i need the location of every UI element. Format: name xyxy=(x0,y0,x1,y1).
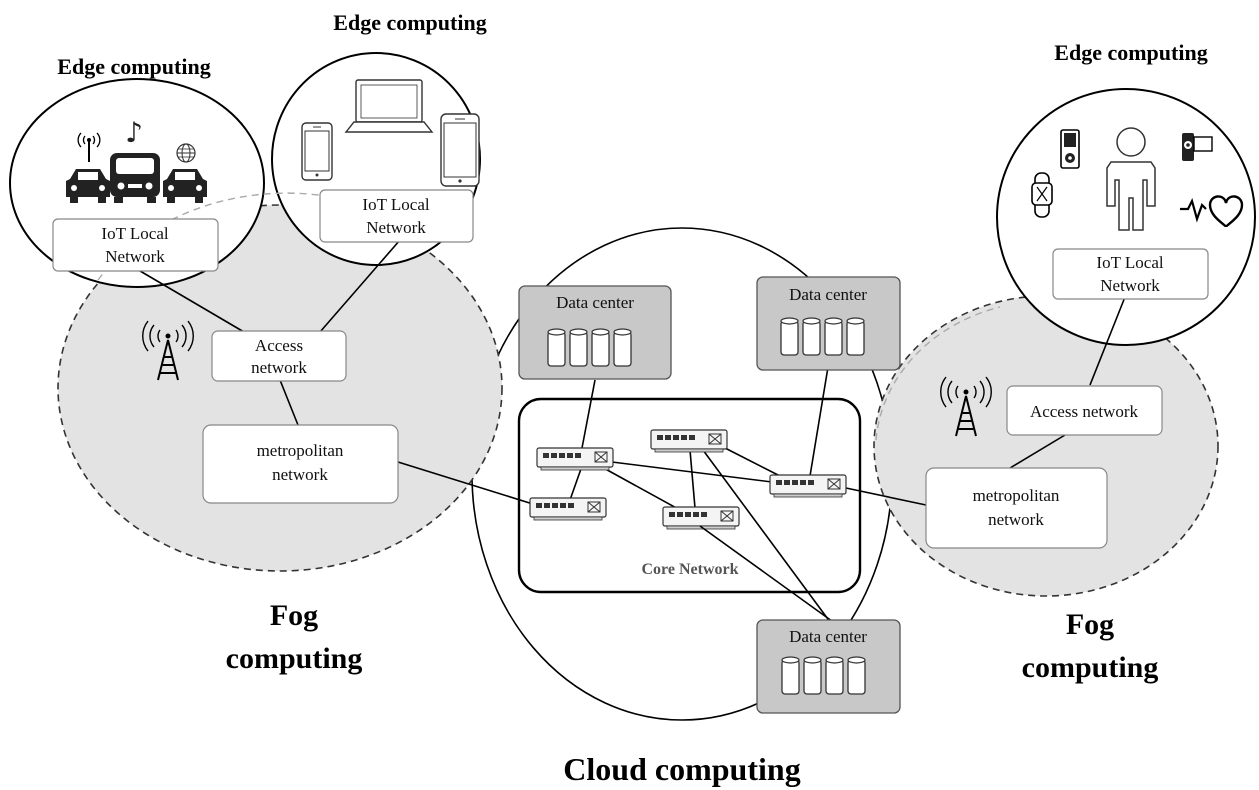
edge-computing-title-right: Edge computing xyxy=(1054,40,1207,65)
core-network-label: Core Network xyxy=(641,561,738,578)
camera-icon xyxy=(1182,133,1213,161)
person-icon xyxy=(1106,127,1156,231)
car-icon xyxy=(66,169,110,203)
heartbeat-icon xyxy=(1180,195,1244,228)
access-left-line2: network xyxy=(251,358,307,377)
access-left-line1: Access xyxy=(255,336,303,355)
bus-icon xyxy=(110,153,160,203)
antenna-icon xyxy=(77,132,101,162)
iot-right-line2: Network xyxy=(1100,276,1160,295)
fog-computing-title-left-line1: Fog xyxy=(270,599,318,632)
cloud-computing-title: Cloud computing xyxy=(563,751,800,787)
iot-local-network-middle: IoT Local Network xyxy=(319,189,474,243)
fog-computing-title-right-line1: Fog xyxy=(1066,608,1114,641)
cell-tower-icon xyxy=(940,376,992,437)
switch-icon xyxy=(529,497,607,521)
fog-computing-title-right-line2: computing xyxy=(1022,651,1159,684)
switch-icon xyxy=(662,506,740,530)
music-player-icon xyxy=(1060,129,1080,169)
tablet-icon xyxy=(440,113,480,187)
iot-left-line2: Network xyxy=(105,247,165,266)
metropolitan-network-left: metropolitan network xyxy=(202,424,399,504)
database-icon xyxy=(780,317,865,356)
access-right-label: Access network xyxy=(1030,402,1139,421)
metropolitan-network-right: metropolitan network xyxy=(925,467,1108,549)
database-icon xyxy=(547,328,632,367)
iot-right-line1: IoT Local xyxy=(1096,253,1163,272)
car-icon xyxy=(163,169,207,203)
network-links xyxy=(134,239,1126,631)
iot-local-network-right: IoT Local Network xyxy=(1052,248,1209,300)
access-network-right: Access network xyxy=(1006,385,1163,436)
metro-right-line1: metropolitan xyxy=(973,486,1060,505)
switch-icon xyxy=(650,429,728,453)
music-note-icon: ♪ xyxy=(125,116,143,149)
fog-computing-title-left-line2: computing xyxy=(226,642,363,675)
link-core-to-dc-bottom xyxy=(699,525,837,625)
metro-left-line1: metropolitan xyxy=(257,441,344,460)
data-center-top-left-label: Data center xyxy=(556,293,634,312)
cell-tower-icon xyxy=(142,320,194,381)
iot-middle-line1: IoT Local xyxy=(362,195,429,214)
core-network-box xyxy=(517,397,862,594)
edge-computing-title-left: Edge computing xyxy=(57,54,210,79)
data-center-top-right-label: Data center xyxy=(789,285,867,304)
laptop-icon xyxy=(344,79,434,133)
switch-icon xyxy=(536,447,614,471)
smartphone-icon xyxy=(301,122,333,181)
access-network-left: Access network xyxy=(211,330,347,382)
smartwatch-icon xyxy=(1031,172,1053,218)
database-icon xyxy=(781,656,866,695)
data-center-top-right: Data center xyxy=(756,276,901,371)
fog-right-ghost-outline xyxy=(875,306,1001,441)
switch-icon xyxy=(769,474,847,498)
data-center-bottom: Data center xyxy=(756,619,901,714)
metro-right-line2: network xyxy=(988,510,1044,529)
data-center-top-left: Data center xyxy=(518,285,672,380)
data-center-bottom-label: Data center xyxy=(789,627,867,646)
metro-left-line2: network xyxy=(272,465,328,484)
iot-local-network-left: IoT Local Network xyxy=(52,218,219,272)
iot-left-line1: IoT Local xyxy=(101,224,168,243)
iot-middle-line2: Network xyxy=(366,218,426,237)
edge-computing-title-middle: Edge computing xyxy=(333,10,486,35)
globe-icon xyxy=(176,143,196,163)
